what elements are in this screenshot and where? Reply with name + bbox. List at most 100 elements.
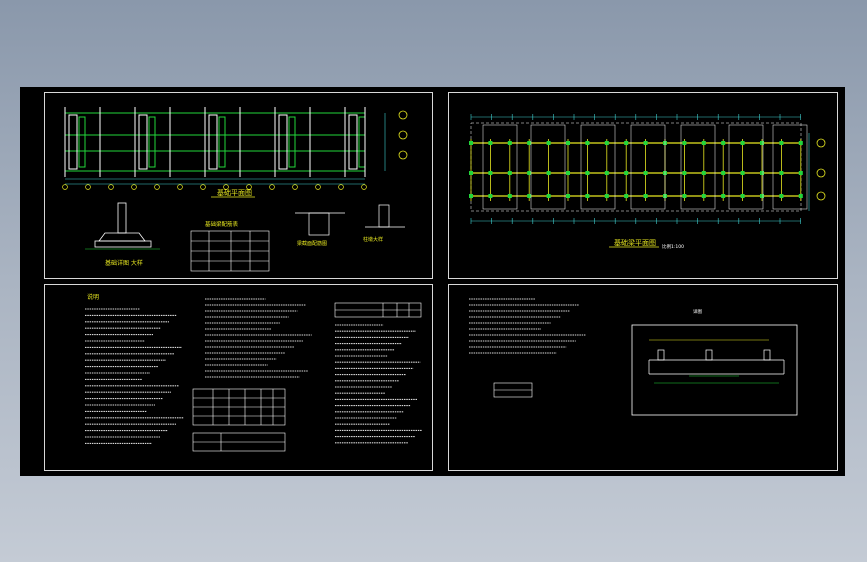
sheet-foundation-plan[interactable]: 基础平面图 基础详图 大样 基础梁配筋表 (44, 92, 433, 279)
beam-column (585, 141, 590, 145)
beam-column (546, 194, 551, 198)
notes-heading: 说明 (87, 293, 99, 301)
beam-column (682, 141, 687, 145)
beam-column (701, 194, 706, 198)
beam-column (488, 194, 493, 198)
beam-column (760, 141, 764, 145)
small-detail-title: 柱墩大样 (363, 236, 383, 243)
drawing-paper[interactable]: 基础平面图 基础详图 大样 基础梁配筋表 (20, 87, 845, 476)
axis-bubble-icon (338, 184, 344, 190)
axis-bubble-icon (315, 184, 321, 190)
notes-drawing: 说明 (85, 293, 423, 452)
axis-bubble-icon (223, 184, 229, 190)
beam-column (469, 194, 473, 198)
beam-column (779, 141, 784, 145)
plan-footing (138, 114, 148, 170)
beam-column (798, 194, 803, 198)
beam-column (507, 171, 512, 175)
plan-pad (78, 116, 86, 168)
sheet-beam-plan[interactable]: 基础梁平面图 比例1:100 (448, 92, 838, 279)
beam-column (760, 171, 764, 175)
beam-column (721, 171, 726, 175)
axis-bubble-icon (62, 184, 68, 190)
sheet-general-notes[interactable]: 说明 (44, 284, 433, 471)
beam-column (798, 141, 803, 145)
beam-column (624, 141, 629, 145)
axis-bubble-icon (131, 184, 137, 190)
beam-column (721, 194, 726, 198)
beam-column (488, 141, 493, 145)
axis-bubble-icon (246, 184, 252, 190)
beam-column (682, 194, 687, 198)
plan-pad (148, 116, 156, 168)
beam-column (527, 141, 532, 145)
axis-bubble-icon (154, 184, 160, 190)
beam-column (779, 171, 784, 175)
axis-bubble-icon (108, 184, 114, 190)
beam-pad-outline (680, 124, 716, 210)
beam-column (469, 171, 473, 175)
beam-column (566, 171, 570, 175)
beam-plan-drawing: 基础梁平面图 比例1:100 (469, 114, 826, 250)
axis-bubble-icon (292, 184, 298, 190)
table-title: 基础梁配筋表 (205, 220, 239, 228)
beam-pad-outline (580, 124, 616, 210)
beam-column (488, 171, 493, 175)
beam-column (701, 171, 706, 175)
beam-column (721, 141, 726, 145)
detail-title: 详图 (693, 308, 702, 315)
beam-column (566, 141, 570, 145)
section-title: 梁截面配筋图 (297, 240, 327, 247)
detail-drawing: 详图 (469, 298, 798, 416)
beam-column (507, 141, 512, 145)
beam-pad-outline (728, 124, 764, 210)
beam-column (682, 171, 687, 175)
beam-plan-title: 基础梁平面图 (614, 238, 656, 247)
beam-column (604, 141, 609, 145)
beam-column (643, 194, 648, 198)
plan-footing (68, 114, 78, 170)
axis-bubble-icon (361, 184, 367, 190)
beam-column (604, 171, 609, 175)
beam-column (740, 141, 745, 145)
beam-column (760, 194, 764, 198)
beam-column (546, 141, 551, 145)
sheet-detail[interactable]: 详图 (448, 284, 838, 471)
plan-footing (348, 114, 358, 170)
beam-column (585, 194, 590, 198)
beam-column (527, 171, 532, 175)
beam-column (507, 194, 512, 198)
beam-column (527, 194, 532, 198)
beam-column (624, 171, 629, 175)
axis-bubble-icon (177, 184, 183, 190)
axis-bubble-icon (85, 184, 91, 190)
beam-column (643, 171, 648, 175)
beam-pad-outline (630, 124, 666, 210)
beam-column (546, 171, 551, 175)
foundation-plan-drawing: 基础平面图 基础详图 大样 基础梁配筋表 (62, 107, 408, 272)
plan-pad (218, 116, 226, 168)
beam-pad-outline (772, 124, 808, 210)
plan-pad (358, 116, 366, 168)
beam-column (740, 171, 745, 175)
beam-column (566, 194, 570, 198)
beam-column (624, 194, 629, 198)
beam-column (740, 194, 745, 198)
beam-pad-outline (482, 124, 518, 210)
axis-bubble-icon (269, 184, 275, 190)
beam-pad-outline (530, 124, 566, 210)
beam-column (798, 171, 803, 175)
beam-plan-scale: 比例1:100 (662, 243, 684, 250)
axis-bubble-icon (200, 184, 206, 190)
plan-footing (208, 114, 218, 170)
beam-column (643, 141, 648, 145)
plan-pad (288, 116, 296, 168)
plan-title: 基础平面图 (217, 188, 252, 197)
beam-column (604, 194, 609, 198)
beam-column (585, 171, 590, 175)
beam-column (701, 141, 706, 145)
detail-title: 基础详图 大样 (105, 259, 143, 267)
beam-column (779, 194, 784, 198)
beam-column (469, 141, 473, 145)
